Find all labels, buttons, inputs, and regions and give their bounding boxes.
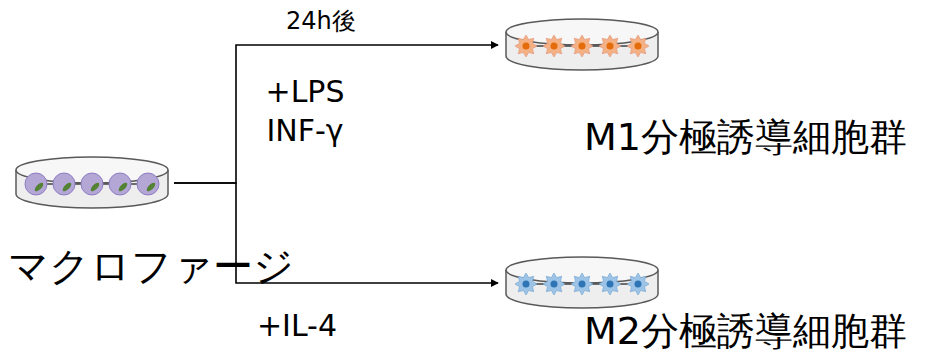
cell-caption: M1分極誘導細胞群 [584, 118, 907, 156]
cell-caption: マクロファージ [8, 246, 294, 286]
cell [543, 35, 565, 57]
branch-arrow [174, 45, 498, 183]
cell [627, 35, 649, 57]
dish-node: マクロファージ [12, 150, 294, 286]
cell [599, 35, 621, 57]
cell [81, 173, 103, 195]
cell [137, 173, 159, 195]
dish-wall [16, 170, 168, 208]
petri-dish [502, 12, 662, 74]
cell [599, 273, 621, 295]
cell [571, 273, 593, 295]
cell [571, 35, 593, 57]
petri-dish [12, 150, 172, 212]
time-label: 24h後 [284, 6, 358, 37]
cell-caption: M2分極誘導細胞群 [584, 312, 907, 350]
cell [543, 273, 565, 295]
petri-dish [502, 250, 662, 312]
treatment-label: +IL-4 [250, 306, 344, 345]
treatment-label: +LPS INF-γ [244, 72, 366, 150]
cell [109, 173, 131, 195]
dish-node: M2分極誘導細胞群 [502, 250, 907, 350]
cell [627, 273, 649, 295]
cell [515, 35, 537, 57]
cell [25, 173, 47, 195]
dish-node: M1分極誘導細胞群 [502, 12, 907, 156]
cell [515, 273, 537, 295]
cell [53, 173, 75, 195]
